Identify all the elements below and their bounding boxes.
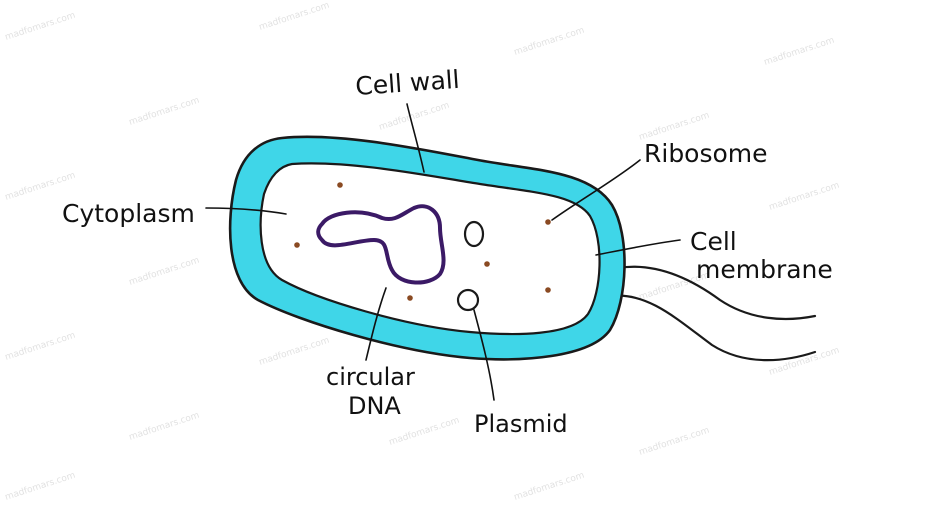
watermark: madfomars.com <box>4 471 77 503</box>
ribosome-leader <box>551 159 641 221</box>
watermark: madfomars.com <box>638 426 711 458</box>
cell-membrane-leader <box>595 239 681 256</box>
plasmid-shape <box>456 288 480 312</box>
flagellum <box>610 265 817 362</box>
ribosome-dot <box>545 287 551 293</box>
cell-wall-label: Cell wall <box>354 65 460 101</box>
ribosome-dot <box>545 219 551 225</box>
plasmid-leader <box>473 309 495 401</box>
watermark: madfomars.com <box>4 11 77 43</box>
ribosome-label: Ribosome <box>644 139 768 168</box>
watermark: madfomars.com <box>513 471 586 503</box>
watermark: madfomars.com <box>128 96 201 128</box>
ribosome-dot <box>484 261 490 267</box>
cell-membrane-label-line1: Cell <box>690 227 737 256</box>
watermark: madfomars.com <box>768 181 841 213</box>
watermark: madfomars.com <box>763 36 836 68</box>
watermark: madfomars.com <box>128 256 201 288</box>
watermark: madfomars.com <box>513 26 586 58</box>
watermark: madfomars.com <box>258 1 331 33</box>
ribosome-dot <box>294 242 300 248</box>
ribosome-dot <box>337 182 343 188</box>
circular-dna <box>316 204 446 285</box>
ribosome-dot <box>407 295 413 301</box>
labels: Cell wall Ribosome Cytoplasm Cell membra… <box>62 65 833 438</box>
cell-body <box>228 135 626 361</box>
leader-lines <box>205 103 681 401</box>
watermark: madfomars.com <box>128 411 201 443</box>
plasmid-label: Plasmid <box>474 410 568 438</box>
watermark: madfomars.com <box>388 416 461 448</box>
flagellum-strand-upper <box>616 265 817 321</box>
cytoplasm-leader <box>205 207 287 215</box>
cell-wall-leader <box>406 103 425 173</box>
plasmid-shape <box>463 220 485 248</box>
watermark: madfomars.com <box>258 336 331 368</box>
cytoplasm-label: Cytoplasm <box>62 199 195 228</box>
cell-membrane-label-line2: membrane <box>696 255 833 284</box>
watermark: madfomars.com <box>768 346 841 378</box>
cytoplasm-region <box>259 162 601 336</box>
circular-dna-leader <box>365 287 387 361</box>
circular-dna-label-line2: DNA <box>348 392 401 420</box>
circular-dna-label-line1: circular <box>326 363 415 391</box>
watermark: madfomars.com <box>378 101 451 133</box>
flagellum-strand-lower <box>610 294 817 362</box>
watermark: madfomars.com <box>4 331 77 363</box>
